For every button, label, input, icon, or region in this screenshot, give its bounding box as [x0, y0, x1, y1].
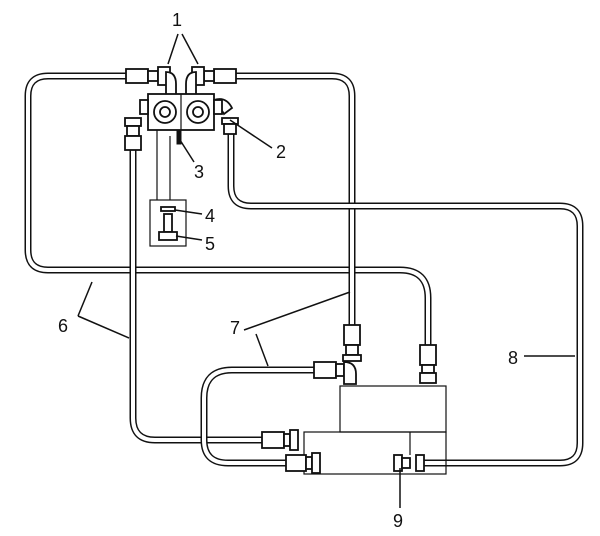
top-left-hose-fitting — [125, 66, 171, 86]
pipe-7-upper-fitting — [342, 324, 362, 362]
callout-1: 1 — [172, 10, 182, 30]
callout-8: 8 — [508, 348, 518, 368]
callout-6: 6 — [58, 316, 68, 336]
right-lower-fittings — [393, 432, 425, 472]
leader-lines — [77, 33, 575, 508]
pipe-loop-left — [24, 72, 432, 349]
pipe-8 — [227, 128, 584, 467]
callout-4: 4 — [205, 206, 215, 226]
valve-right-port-fitting — [221, 117, 239, 135]
valve-left-port-fitting — [124, 117, 142, 151]
pipe-loop-top-right — [228, 72, 356, 329]
callouts: 1 2 3 4 5 6 7 8 9 — [58, 10, 518, 531]
callout-3: 3 — [194, 162, 204, 182]
left-lower-fitting-a — [261, 429, 299, 451]
left-lower-fitting-b — [285, 452, 321, 474]
control-unit — [303, 385, 447, 475]
pipe-7 — [200, 366, 320, 467]
callout-5: 5 — [205, 234, 215, 254]
callout-7: 7 — [230, 318, 240, 338]
top-right-hose-fitting — [191, 66, 237, 86]
callout-9: 9 — [393, 511, 403, 531]
pipe-7-lower-fitting — [313, 361, 357, 385]
callout-2: 2 — [276, 142, 286, 162]
detail-inset — [149, 130, 187, 247]
valve-block — [139, 93, 223, 145]
pipe-6 — [129, 144, 266, 444]
right-mid-hose-fitting — [419, 344, 437, 384]
